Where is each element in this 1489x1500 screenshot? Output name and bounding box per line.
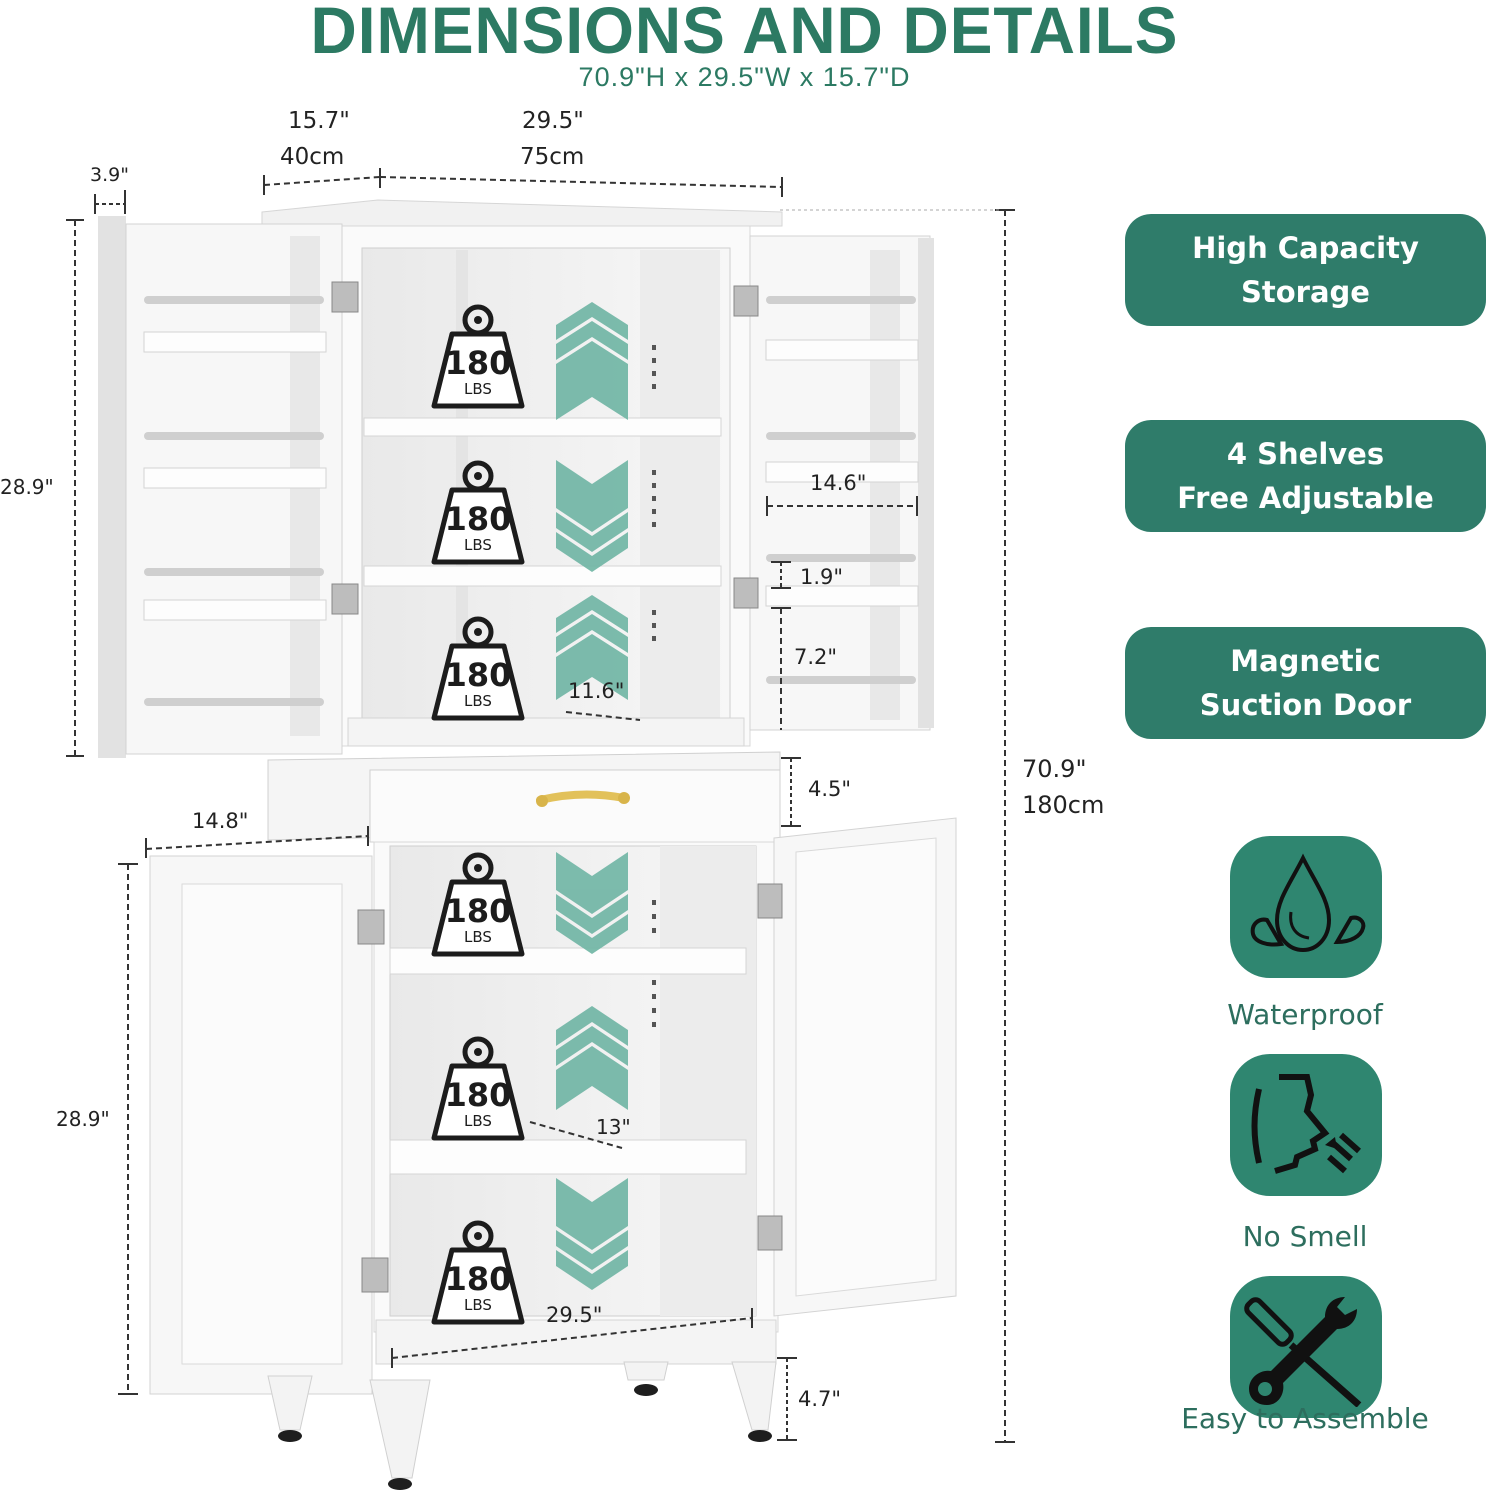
leg-feet	[278, 1384, 772, 1490]
weight-badge: 180 LBS	[431, 616, 525, 721]
face-smell-icon	[1251, 1074, 1361, 1174]
feature-line: High Capacity	[1192, 231, 1419, 265]
no-smell-label: No Smell	[1242, 1220, 1368, 1253]
lower-shelf-2	[389, 1139, 747, 1175]
width-inches-label: 29.5"	[522, 108, 584, 134]
no-smell-tile	[1230, 1054, 1382, 1196]
easy-assemble-tile	[1230, 1276, 1382, 1418]
svg-text:LBS: LBS	[464, 1296, 492, 1314]
svg-text:180: 180	[445, 344, 512, 382]
dimension-lines	[66, 168, 1015, 1443]
width-cm-label: 75cm	[520, 144, 585, 170]
lower-right-door	[757, 817, 957, 1317]
svg-text:LBS: LBS	[464, 928, 492, 946]
leg-height-label: 4.7"	[798, 1387, 842, 1411]
svg-text:LBS: LBS	[464, 536, 492, 554]
easy-assemble-label: Easy to Assemble	[1181, 1402, 1429, 1435]
door-rack-width-label: 14.6"	[810, 471, 867, 495]
arrow-up-5	[556, 1006, 628, 1110]
wrench-icon	[1249, 1297, 1357, 1405]
page-title: DIMENSIONS AND DETAILS	[310, 0, 1179, 67]
cabinet-legs	[267, 1361, 777, 1479]
svg-text:180: 180	[445, 500, 512, 538]
bottom-width-label: 29.5"	[546, 1303, 603, 1327]
drawer-handle	[536, 790, 630, 807]
svg-text:LBS: LBS	[464, 692, 492, 710]
upper-door-height-label: 28.9"	[0, 475, 54, 499]
lower-door-height-label: 28.9"	[56, 1107, 110, 1131]
drawer-height-label: 4.5"	[808, 777, 852, 801]
cabinet-illustration	[66, 168, 1015, 1490]
weight-badge: 180 LBS	[431, 852, 525, 957]
arrow-up-3	[556, 595, 628, 700]
weight-badge: 180 LBS	[431, 1036, 525, 1141]
arrow-down-4	[556, 852, 628, 954]
upper-shelf-2	[363, 565, 722, 587]
lower-left-door	[149, 855, 389, 1395]
shelf-load-arrows	[556, 302, 628, 1290]
upper-cabinet-body	[341, 225, 751, 747]
cabinet-top-board	[261, 199, 783, 227]
upper-shelf-bottom	[347, 717, 745, 747]
feature-line: 4 Shelves	[1226, 437, 1385, 471]
waterproof-label: Waterproof	[1227, 998, 1383, 1031]
svg-text:180: 180	[445, 892, 512, 930]
rack-gap-small-label: 1.9"	[800, 565, 844, 589]
rack-gap-large-label: 7.2"	[794, 645, 838, 669]
drawer	[267, 751, 781, 843]
upper-right-door	[733, 235, 934, 731]
depth-inches-label: 15.7"	[288, 108, 350, 134]
weight-badge: 180 LBS	[431, 1220, 525, 1325]
feature-line: Free Adjustable	[1177, 481, 1434, 515]
tools-icon	[1244, 1297, 1362, 1407]
lower-bottom-board	[375, 1319, 777, 1365]
lower-shelf-depth-label: 13"	[596, 1115, 631, 1139]
waterproof-tile	[1230, 836, 1382, 978]
depth-cm-label: 40cm	[280, 144, 345, 170]
upper-shelf-depth-label: 11.6"	[568, 679, 625, 703]
svg-text:LBS: LBS	[464, 380, 492, 398]
upper-shelf-1	[363, 417, 722, 437]
feature-line: Storage	[1241, 275, 1370, 309]
svg-text:LBS: LBS	[464, 1112, 492, 1130]
overall-dimensions-subtitle: 70.9"H x 29.5"W x 15.7"D	[578, 62, 911, 92]
svg-text:180: 180	[445, 1076, 512, 1114]
feature-line: Suction Door	[1199, 688, 1412, 722]
weight-badge: 180 LBS	[431, 460, 525, 565]
total-height-cm-label: 180cm	[1022, 791, 1105, 819]
door-rack-depth-label: 3.9"	[90, 164, 129, 186]
upper-left-door	[98, 216, 359, 758]
feature-line: Magnetic	[1230, 644, 1381, 678]
arrow-up-1	[556, 302, 628, 420]
svg-text:180: 180	[445, 1260, 512, 1298]
total-height-inches-label: 70.9"	[1022, 755, 1087, 783]
water-drop-icon	[1250, 853, 1366, 953]
arrow-down-2	[556, 460, 628, 572]
weight-badge: 180 LBS	[431, 304, 525, 409]
svg-text:180: 180	[445, 656, 512, 694]
arrow-down-6	[556, 1178, 628, 1290]
lower-door-width-label: 14.8"	[192, 809, 249, 833]
